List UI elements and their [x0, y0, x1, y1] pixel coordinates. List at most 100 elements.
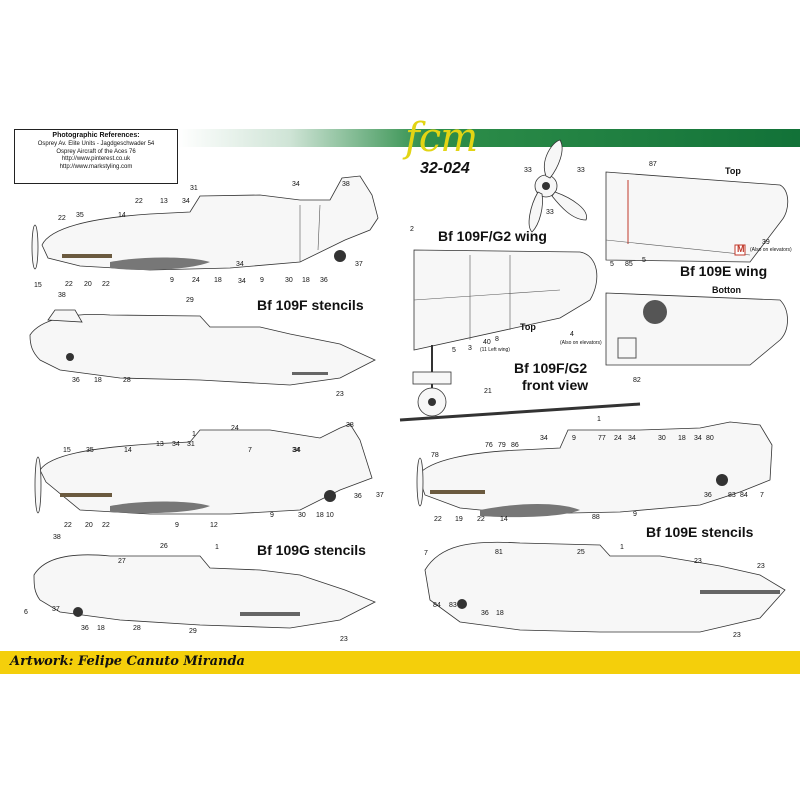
callout-number: 85	[625, 261, 633, 268]
callout-number: 37	[355, 261, 363, 268]
callout-number: 88	[592, 514, 600, 521]
callout-number: 36	[481, 610, 489, 617]
callout-number: 22	[102, 281, 110, 288]
callout-number: 5	[642, 257, 646, 264]
bf109fg2-wing	[413, 249, 598, 351]
callout-number: 14	[500, 516, 508, 523]
callout-number: 21	[484, 388, 492, 395]
elevators-note: (Also on elevators)	[750, 247, 792, 253]
bf109fg2-wing-label: Bf 109F/G2 wing	[438, 228, 547, 244]
callout-number: 87	[649, 161, 657, 168]
fcm-logo: fcm	[405, 115, 478, 161]
callout-number: 7	[760, 492, 764, 499]
reference-line: Osprey Av. Elite Units - Jagdgeschwader …	[37, 141, 155, 148]
callout-number: 86	[511, 442, 519, 449]
callout-number: 1	[215, 544, 219, 551]
reference-line: Osprey Aircraft of the Aces 76	[56, 148, 136, 155]
propeller-drawing	[528, 139, 587, 233]
callout-number: 84	[740, 492, 748, 499]
callout-number: 29	[186, 297, 194, 304]
callout-number: 23	[336, 391, 344, 398]
callout-number: 28	[133, 625, 141, 632]
callout-number: 38	[342, 181, 350, 188]
botton-label: Botton	[712, 285, 741, 295]
callout-number: 2	[410, 226, 414, 233]
callout-number: 1	[192, 431, 196, 438]
callout-number: 35	[86, 447, 94, 454]
callout-number: 76	[485, 442, 493, 449]
bf109e-side-view	[416, 421, 773, 518]
callout-number: 34	[292, 447, 300, 454]
callout-number: 77	[598, 435, 606, 442]
callout-number: 38	[53, 534, 61, 541]
callout-number: 22	[477, 516, 485, 523]
bf109e-wing-bottom	[605, 292, 788, 366]
callout-number: 15	[34, 282, 42, 289]
callout-number: 36	[320, 277, 328, 284]
references-title: Photographic References:	[52, 132, 140, 139]
callout-number: 3	[468, 345, 472, 352]
callout-number: 78	[431, 452, 439, 459]
callout-number: 22	[135, 198, 143, 205]
callout-number: 36	[354, 493, 362, 500]
callout-number: 28	[123, 377, 131, 384]
callout-number: 34	[540, 435, 548, 442]
callout-number: 23	[694, 558, 702, 565]
callout-number: 34	[694, 435, 702, 442]
footer-yellow-band	[0, 651, 800, 674]
callout-number: 38	[58, 292, 66, 299]
callout-number: 9	[633, 511, 637, 518]
top-label: Top	[725, 166, 741, 176]
bf109g-side-view	[34, 423, 373, 515]
callout-number: 37	[376, 492, 384, 499]
bf109e-stencils-label: Bf 109E stencils	[646, 524, 754, 540]
callout-number: 27	[118, 558, 126, 565]
callout-number: 25	[577, 549, 585, 556]
callout-number: 40	[483, 339, 491, 346]
callout-number: 81	[495, 549, 503, 556]
callout-number: 82	[633, 377, 641, 384]
callout-number: 38	[346, 422, 354, 429]
callout-number: 18	[97, 625, 105, 632]
callout-number: 79	[498, 442, 506, 449]
bf109e-wing-label: Bf 109E wing	[680, 263, 768, 279]
callout-number: 83	[728, 492, 736, 499]
callout-number: 33	[577, 167, 585, 174]
callout-number: 24	[192, 277, 200, 284]
bf109fg2-front-view	[399, 345, 641, 422]
callout-number: 18	[496, 610, 504, 617]
callout-number: 8	[495, 336, 499, 343]
callout-number: 9	[260, 277, 264, 284]
callout-number: 7	[424, 550, 428, 557]
callout-number: 7	[248, 447, 252, 454]
callout-number: 5	[610, 261, 614, 268]
callout-number: 33	[546, 209, 554, 216]
callout-number: 13	[156, 441, 164, 448]
callout-number: 18	[678, 435, 686, 442]
callout-number: 30	[298, 512, 306, 519]
callout-number: 22	[434, 516, 442, 523]
callout-number: 36	[81, 625, 89, 632]
callout-number: 30	[285, 277, 293, 284]
reference-line: http://www.pinterest.co.uk	[61, 156, 131, 163]
callout-number: 31	[190, 185, 198, 192]
callout-number: 9	[270, 512, 274, 519]
callout-number: 9	[170, 277, 174, 284]
artwork-credit: Artwork: Felipe Canuto Miranda	[10, 654, 245, 669]
callout-number: 26	[160, 543, 168, 550]
front-view-label-1: Bf 109F/G2	[514, 360, 588, 376]
callout-number: 37	[52, 606, 60, 613]
callout-number: 13	[160, 198, 168, 205]
callout-number: 22	[64, 522, 72, 529]
callout-number: 6	[24, 609, 28, 616]
bf109g-stencils-label: Bf 109G stencils	[257, 542, 366, 558]
callout-number: 34	[238, 278, 246, 285]
callout-number: 1	[620, 544, 624, 551]
bf109g-top-view	[33, 554, 376, 629]
callout-number: 83	[449, 602, 457, 609]
callout-number: 36	[704, 492, 712, 499]
bf109e-top-view	[424, 541, 786, 633]
callout-number: 34	[628, 435, 636, 442]
